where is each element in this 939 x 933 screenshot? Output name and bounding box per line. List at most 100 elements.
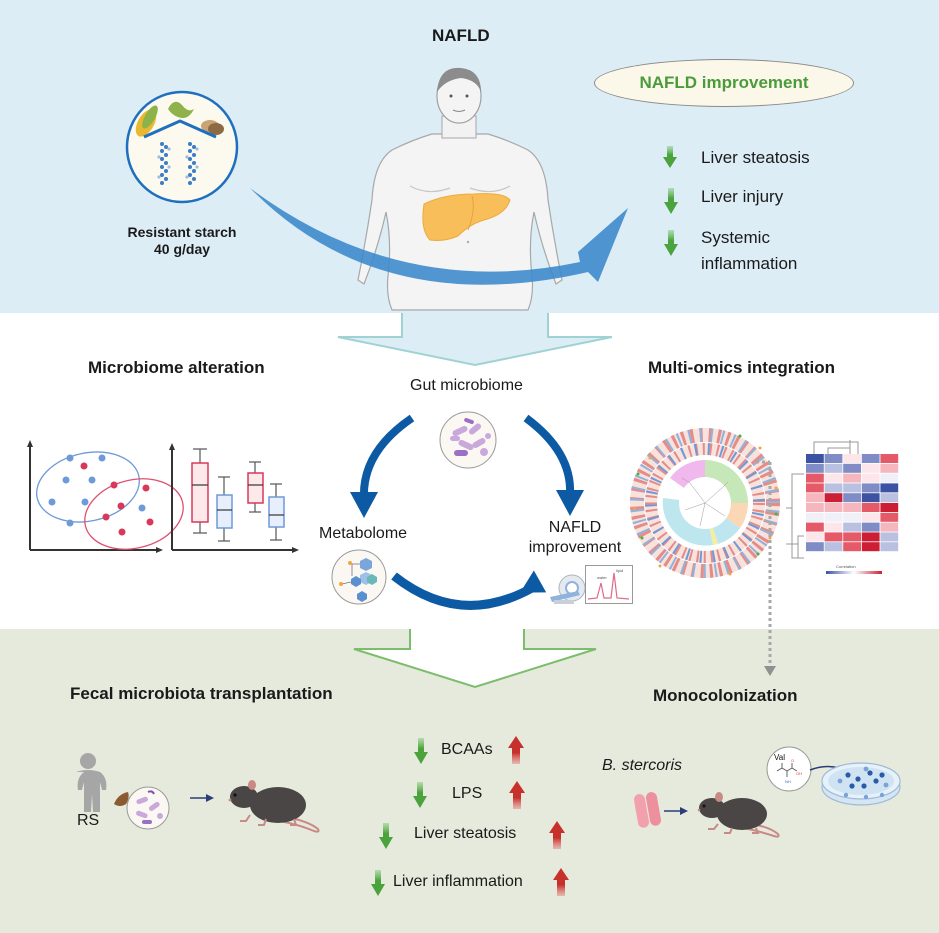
heatmap-cell [843, 542, 861, 552]
bacterium-name: B. stercoris [602, 757, 683, 774]
heatmap-cell [843, 483, 861, 493]
heatmap-cell [824, 503, 843, 512]
heatmap-cell [806, 493, 824, 503]
svg-text:OH: OH [796, 771, 802, 776]
mri-scanner-icon [550, 574, 586, 604]
heatmap-cell [824, 542, 843, 552]
transfer-arrow [190, 794, 214, 802]
arrow-up-icon [509, 781, 525, 809]
cycle-arrows [350, 414, 584, 610]
petri-dish-culture-icon [821, 762, 901, 806]
multi-omics-integration-title: Multi-omics integration [648, 358, 835, 377]
nafld-improvement-badge: NAFLD improvement [594, 59, 854, 107]
heatmap-cell [843, 493, 861, 503]
heatmap-cell [806, 542, 824, 552]
fecal-microbiota-icon [114, 786, 170, 830]
heatmap-cell [806, 483, 824, 493]
heatmap-cell [880, 522, 899, 532]
metabolite-label: Val [774, 753, 785, 762]
heatmap-cell [824, 483, 843, 493]
heatmap-cell [824, 454, 843, 463]
heatmap-cell [880, 503, 899, 512]
heatmap-cell [861, 512, 880, 522]
effect-liver-inflammation: Liver inflammation [393, 873, 523, 890]
dashed-connector-arrow [756, 460, 776, 676]
svg-text:water: water [597, 575, 607, 580]
heatmap-cell [880, 542, 899, 552]
heatmap-cell [880, 463, 899, 473]
heatmap-cell [843, 463, 861, 473]
heatmap-cell [861, 454, 880, 463]
effect-bcaas: BCAAs [441, 741, 493, 758]
spectrum-chart-icon: water lipid [585, 565, 633, 604]
cycle-node-nafld-line2: improvement [528, 539, 622, 556]
svg-text:O: O [791, 758, 794, 763]
heatmap-cell [843, 522, 861, 532]
resistant-starch-foods-icon [125, 90, 239, 204]
heatmap-cell [824, 522, 843, 532]
heatmap-cell [861, 542, 880, 552]
heatmap-legend-label: Correlation [836, 564, 856, 569]
heatmap-cell [880, 483, 899, 493]
heatmap-cell [824, 532, 843, 542]
mechanism-panel [0, 313, 939, 629]
metabolome-molecule-icon [331, 549, 387, 605]
microbiome-alteration-title: Microbiome alteration [88, 358, 265, 377]
heatmap-cell [880, 512, 899, 522]
arrow-down-icon [379, 823, 393, 849]
nafld-improvement-label: NAFLD improvement [639, 73, 809, 92]
treatment-effect-arrow [250, 188, 628, 285]
svg-text:NH: NH [785, 779, 791, 784]
heatmap-cell [824, 463, 843, 473]
arrow-up-icon [508, 736, 524, 764]
outcome-systemic-inflammation-line1: Systemic [701, 228, 770, 247]
arrow-down-icon [664, 230, 678, 256]
bacterium-capsule-icon [633, 792, 661, 828]
gut-microbiome-icon [439, 411, 497, 469]
nafld-title: NAFLD [432, 26, 490, 45]
human-donor-icon [76, 753, 107, 812]
monocolonization-title: Monocolonization [653, 686, 798, 705]
arrow-down-icon [664, 188, 678, 214]
abundance-boxplot-icon [169, 443, 299, 553]
svg-text:lipid: lipid [616, 568, 623, 573]
heatmap-cell [824, 493, 843, 503]
arrow-down-icon [413, 782, 427, 808]
arrow-up-icon [553, 868, 569, 896]
outcome-systemic-inflammation-line2: inflammation [701, 254, 798, 273]
arrow-down-icon [414, 738, 428, 764]
circular-phylogenetic-heatmap-icon [630, 428, 780, 578]
heatmap-cell [806, 532, 824, 542]
heatmap-cell [880, 454, 899, 463]
intervention-dose: 40 g/day [153, 241, 211, 257]
heatmap-cell [880, 532, 899, 542]
heatmap-cell [861, 493, 880, 503]
heatmap-cell [843, 503, 861, 512]
cycle-node-metabolome: Metabolome [319, 525, 408, 542]
heatmap-cell [843, 473, 861, 483]
outcome-liver-steatosis: Liver steatosis [701, 148, 810, 167]
arrow-up-icon [549, 821, 565, 849]
heatmap-cell [880, 473, 899, 483]
inoculation-arrow [664, 807, 688, 815]
heatmap-cell [861, 503, 880, 512]
intervention-label: Resistant starch 40 g/day [108, 224, 256, 258]
section-transition-arrow-blue [337, 313, 613, 367]
heatmap-cell [806, 503, 824, 512]
heatmap-cell [806, 454, 824, 463]
recipient-mouse-icon [228, 780, 320, 833]
valine-molecule-icon: Val O OH NH [766, 746, 812, 792]
effect-liver-steatosis: Liver steatosis [414, 825, 517, 842]
outcome-liver-injury: Liver injury [701, 187, 784, 206]
heatmap-cell [824, 512, 843, 522]
arrow-down-icon [663, 146, 677, 168]
heatmap-cell [861, 483, 880, 493]
cycle-node-gut-microbiome: Gut microbiome [410, 377, 523, 394]
donor-label: RS [77, 812, 100, 829]
heatmap-cell [861, 463, 880, 473]
section-transition-arrow-green [353, 629, 597, 689]
arrow-down-icon [371, 870, 385, 896]
heatmap-cell [861, 473, 880, 483]
cycle-node-nafld-improvement: NAFLD improvement [525, 518, 625, 558]
correlation-heatmap-icon: Correlation [786, 440, 899, 574]
